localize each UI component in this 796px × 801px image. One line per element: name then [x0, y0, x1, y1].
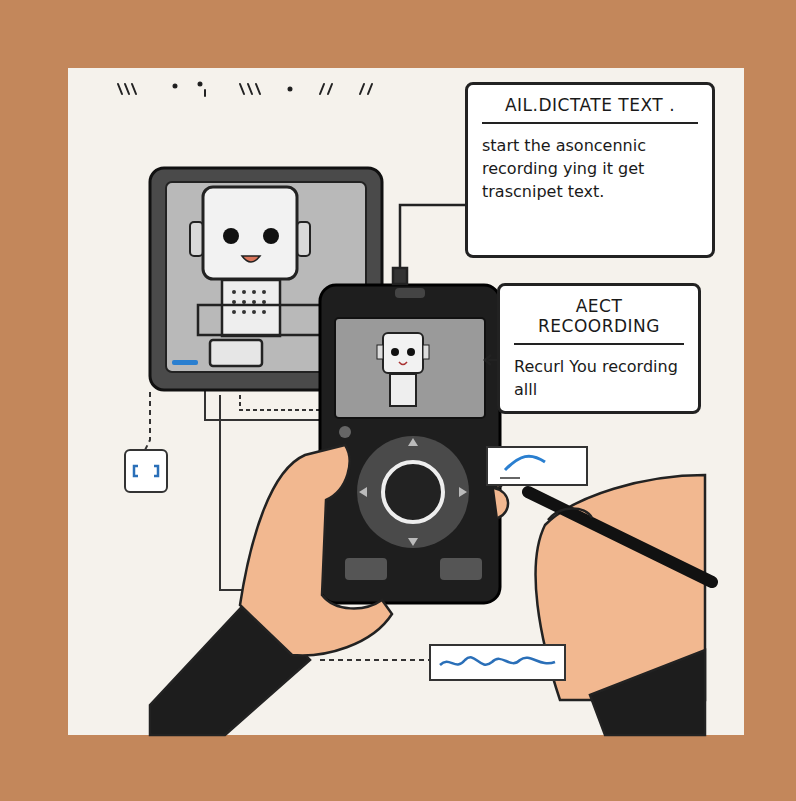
waveform — [430, 645, 565, 680]
callout-heading: AECT RECOORDING — [514, 296, 684, 345]
left-hand — [150, 445, 508, 735]
sound-marks — [118, 83, 372, 97]
callout-text: Recurl You recording alll — [514, 355, 684, 401]
paper-card — [68, 68, 744, 735]
right-hand — [528, 475, 712, 735]
phone — [320, 285, 500, 603]
callout-box: AECT RECOORDING Recurl You recording alll — [497, 283, 701, 414]
sketch-pad — [487, 447, 587, 485]
callout-text: start the asoncennic recording ying it g… — [482, 134, 698, 204]
callout-heading: AIL.DICTATE TEXT . — [482, 95, 698, 124]
callout-box: AIL.DICTATE TEXT . start the asoncennic r… — [465, 82, 715, 258]
